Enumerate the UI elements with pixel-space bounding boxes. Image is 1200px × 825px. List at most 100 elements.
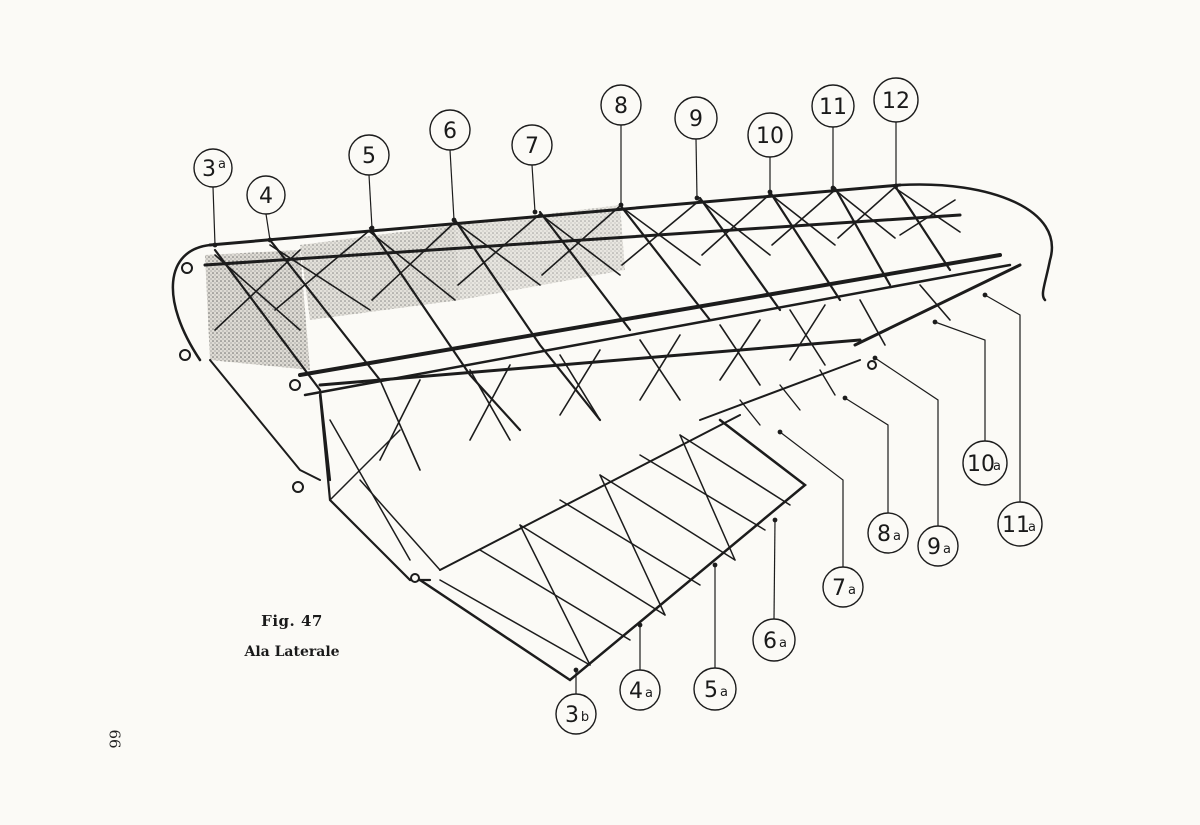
callout-number-3b: 3 (565, 703, 579, 728)
callout-circle-4 (246, 175, 286, 215)
leader-line-11a (984, 294, 1021, 502)
callout-circle-10a (962, 440, 1008, 486)
callout-12: 12 (873, 77, 919, 123)
callout-number-7: 7 (525, 134, 539, 159)
callout-suffix-10a: a (993, 459, 1001, 474)
leader-tip-8 (618, 202, 624, 208)
leader-line-8a (844, 397, 889, 513)
page-number: 66 (105, 729, 124, 749)
callout-number-12: 12 (882, 89, 910, 114)
callout-number-6: 6 (443, 119, 457, 144)
leader-tip-12 (893, 183, 899, 189)
callout-number-7a: 7 (832, 576, 846, 601)
leader-tip-9a (872, 355, 878, 361)
fabric-panel-mid (455, 205, 625, 300)
callout-number-3a: 3 (202, 157, 216, 182)
callout-circle-10 (747, 112, 793, 158)
fabric-panel-inner (300, 225, 460, 320)
leader-tip-4 (267, 237, 273, 243)
callout-7: 7 (511, 124, 553, 166)
leader-line-5 (368, 174, 373, 229)
leader-line-4 (265, 213, 271, 241)
callout-circle-5a (693, 667, 737, 711)
callout-suffix-11a: a (1028, 520, 1036, 535)
callout-suffix-7a: a (848, 583, 856, 598)
aileron-ribs (439, 434, 791, 666)
callout-5: 5 (348, 134, 390, 176)
callout-number-4: 4 (259, 184, 273, 209)
callout-11: 11 (811, 84, 855, 128)
callout-circle-3a (193, 148, 233, 188)
callout-circle-11 (811, 84, 855, 128)
leader-tip-4a (637, 622, 643, 628)
callout-suffix-5a: a (720, 685, 728, 700)
leader-tip-8a (842, 395, 848, 401)
leader-lines (212, 122, 1021, 694)
callout-number-5: 5 (362, 144, 376, 169)
callout-circle-7a (822, 566, 864, 608)
figure-caption: Fig. 47 Ala Laterale (232, 612, 352, 660)
leader-line-10a (934, 321, 986, 441)
leader-line-6 (449, 149, 455, 221)
callout-circle-9a (917, 525, 959, 567)
callout-10a: 10a (962, 440, 1008, 486)
leader-tip-5 (369, 225, 375, 231)
leader-tip-3a (212, 242, 218, 248)
callout-number-5a: 5 (704, 678, 718, 703)
callout-suffix-3a: a (218, 157, 226, 172)
leading-edge-outline (208, 183, 902, 247)
callout-number-9a: 9 (927, 535, 941, 560)
callout-number-11: 11 (819, 95, 847, 120)
callout-circle-7 (511, 124, 553, 166)
leader-line-6a (773, 519, 776, 620)
callout-number-8a: 8 (877, 522, 891, 547)
callout-circle-6a (752, 618, 796, 662)
callout-suffix-3b: b (581, 710, 589, 725)
callout-6: 6 (429, 109, 471, 151)
lower-rear-spar (699, 359, 861, 421)
root-bracing (329, 419, 441, 571)
leader-tip-5a (712, 562, 718, 568)
callout-number-8: 8 (614, 94, 628, 119)
callout-circle-12 (873, 77, 919, 123)
leader-line-3a (212, 186, 216, 246)
lower-bracing (379, 284, 951, 471)
callout-number-10: 10 (756, 124, 784, 149)
callout-number-6a: 6 (763, 629, 777, 654)
leader-tip-9 (694, 195, 700, 201)
leader-line-9a (874, 357, 939, 526)
leader-tip-10 (767, 189, 773, 195)
callout-circle-4a (619, 669, 661, 711)
upper-bracing (214, 186, 961, 331)
callout-number-10a: 10 (967, 452, 995, 477)
figure-title: Ala Laterale (244, 644, 340, 660)
callout-circle-11a (997, 501, 1043, 547)
callout-circle-8a (867, 512, 909, 554)
callout-suffix-4a: a (645, 686, 653, 701)
callout-4: 4 (246, 175, 286, 215)
fabric-panel-root (205, 250, 310, 370)
leader-tip-7 (532, 209, 538, 215)
leader-tip-11 (830, 185, 836, 191)
callout-circle-3b (555, 693, 597, 735)
callout-suffix-9a: a (943, 542, 951, 557)
aileron-frame (418, 418, 808, 682)
leader-tip-11a (982, 292, 988, 298)
wing-tip-curve (898, 183, 1054, 302)
wing-root-curve (171, 243, 212, 362)
callout-number-11a: 11 (1002, 513, 1030, 538)
callout-8: 8 (600, 84, 642, 126)
wing-structure-illustration (171, 183, 1054, 682)
leader-line-9 (695, 138, 698, 199)
callout-circle-5 (348, 134, 390, 176)
callout-10: 10 (747, 112, 793, 158)
